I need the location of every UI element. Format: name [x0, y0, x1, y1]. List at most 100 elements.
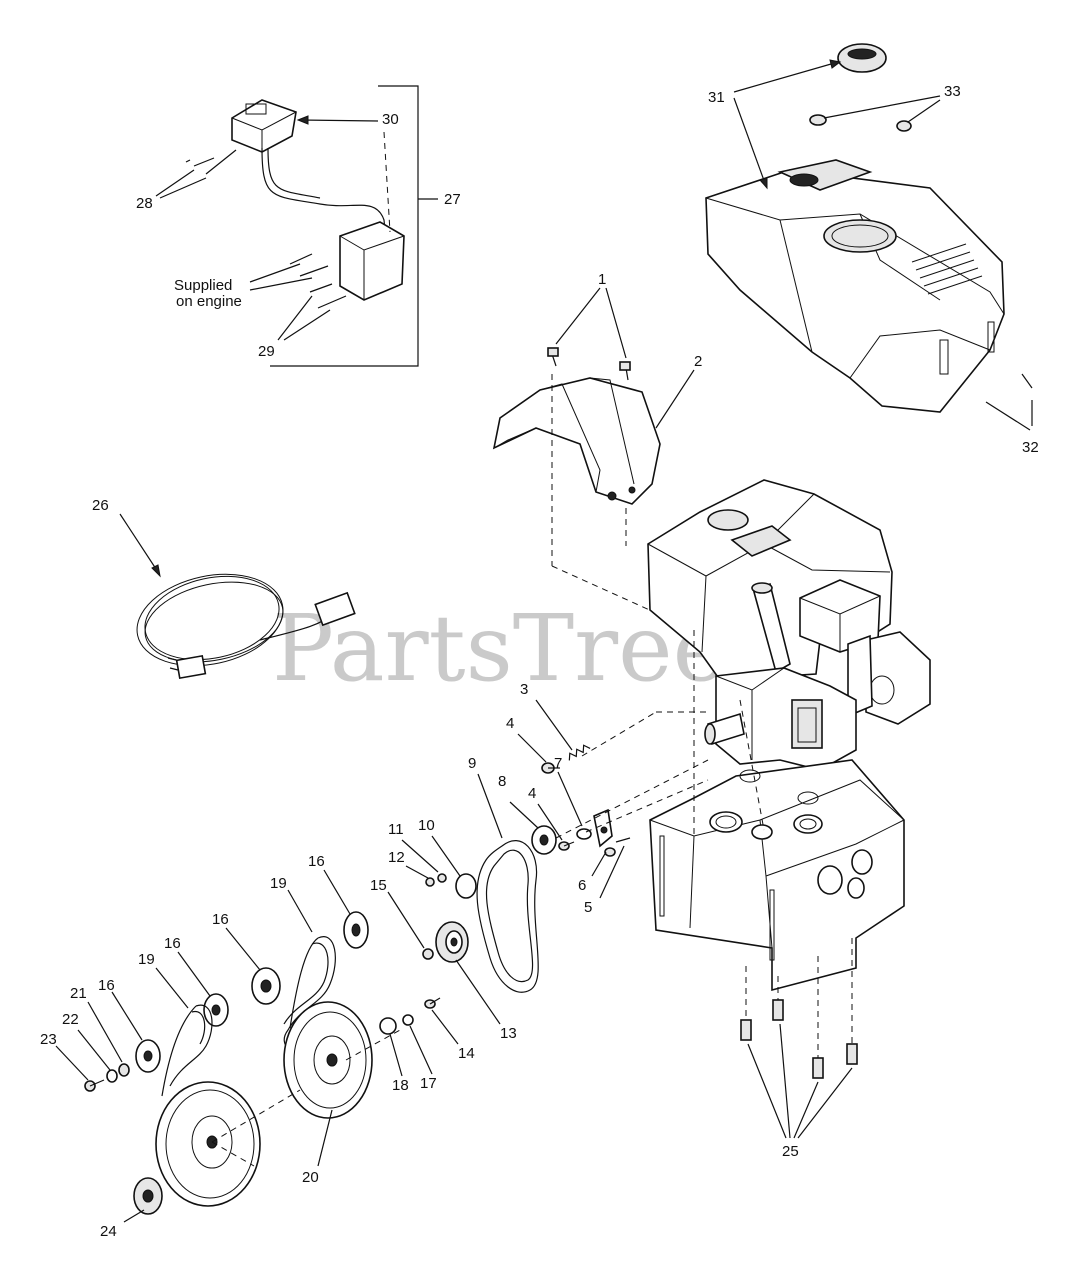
belts-19: [155, 889, 336, 1097]
callout-2: 2: [694, 353, 702, 370]
callout-labels: 1 2 3 4 4 5 6 7 8 9 10 11 12 13 14 15 16…: [40, 83, 1039, 1240]
callout-5: 5: [584, 899, 592, 916]
leader-33b: [907, 99, 941, 123]
nut-33b: [896, 120, 912, 132]
callout-9: 9: [468, 755, 476, 772]
bearings-16: [111, 869, 369, 1073]
callout-7: 7: [554, 755, 562, 772]
callout-4b: 4: [528, 785, 536, 802]
leader-10: [431, 835, 461, 877]
callout-16b: 16: [212, 911, 229, 928]
washer-10: [455, 873, 477, 899]
auger-pulley: [123, 1081, 301, 1223]
leader-13: [455, 959, 501, 1025]
kit-bracket: [270, 85, 419, 367]
callout-16d: 16: [98, 977, 115, 994]
leader-9: [477, 773, 503, 839]
callout-13: 13: [500, 1025, 517, 1042]
callout-16c: 16: [164, 935, 181, 952]
leader-4a: [517, 733, 547, 763]
leader-26: [119, 513, 159, 573]
leader-12: [405, 865, 429, 879]
pin-5: [615, 837, 631, 843]
callout-4a: 4: [506, 715, 514, 732]
leader-16a: [323, 869, 351, 915]
leader-14: [431, 1009, 459, 1045]
starter-motor: [339, 221, 405, 301]
callout-26: 26: [92, 497, 109, 514]
callout-3: 3: [520, 681, 528, 698]
leader-17: [409, 1025, 433, 1075]
pulley-20: [283, 1001, 401, 1167]
callout-10: 10: [418, 817, 435, 834]
callout-31: 31: [708, 89, 725, 106]
callout-15: 15: [370, 877, 387, 894]
leader-19a: [287, 889, 313, 933]
callout-27: 27: [444, 191, 461, 208]
leader-29a: [277, 295, 313, 341]
starter-switch-box: [231, 99, 297, 153]
leader-8: [509, 801, 539, 829]
leader-21: [87, 1001, 123, 1063]
callout-28: 28: [136, 195, 153, 212]
callout-19b: 19: [138, 951, 155, 968]
nut-33a: [809, 114, 827, 126]
engine: [647, 479, 931, 771]
extension-cord: [119, 513, 356, 680]
leader-28b: [159, 177, 207, 199]
callout-16a: 16: [308, 853, 325, 870]
screws-29: [289, 253, 347, 309]
leader-11: [401, 839, 439, 873]
leader-20: [317, 1109, 333, 1167]
leader-23: [55, 1045, 89, 1081]
callout-1: 1: [598, 271, 606, 288]
leader-30: [299, 119, 379, 122]
nut-11: [437, 873, 447, 883]
note-on-engine: on engine: [176, 293, 242, 310]
hub-hardware: [379, 835, 501, 1077]
shroud-vents: [911, 243, 983, 295]
leader-28a: [155, 169, 195, 197]
idler-hardware: [509, 699, 709, 899]
leader-19b: [155, 967, 189, 1009]
leader-22: [77, 1029, 111, 1071]
callout-29: 29: [258, 343, 275, 360]
callout-32: 32: [1022, 439, 1039, 456]
engine-shroud: [705, 43, 1033, 431]
callout-24: 24: [100, 1223, 117, 1240]
spring-3: [568, 744, 591, 761]
starter-cable: [261, 147, 387, 241]
callout-33: 33: [944, 83, 961, 100]
leader-29b: [283, 309, 331, 341]
leader-15: [387, 891, 425, 949]
leader-16c: [177, 951, 211, 997]
leader-31b: [733, 97, 767, 187]
leader-6: [591, 851, 607, 877]
nut-21: [118, 1063, 130, 1077]
callout-30: 30: [382, 111, 399, 128]
callout-22: 22: [62, 1011, 79, 1028]
leader-4b: [537, 803, 563, 841]
callout-12: 12: [388, 849, 405, 866]
callout-23: 23: [40, 1031, 57, 1048]
washer-18: [379, 1017, 397, 1035]
leader-2: [655, 369, 695, 429]
engine-frame-plate: [649, 759, 905, 992]
screws-28: [185, 149, 237, 175]
leader-31a: [733, 61, 839, 93]
callout-20: 20: [302, 1169, 319, 1186]
bolt-15: [422, 948, 434, 960]
leader-24: [123, 1209, 145, 1223]
leader-7: [557, 771, 583, 827]
callout-25: 25: [782, 1143, 799, 1160]
electric-starter-kit: [155, 85, 438, 367]
callout-19a: 19: [270, 875, 287, 892]
leader-3: [535, 699, 573, 751]
leader-16b: [225, 927, 261, 971]
callout-6: 6: [578, 877, 586, 894]
callout-11: 11: [388, 821, 404, 838]
leader-16d: [111, 991, 143, 1041]
washer-17: [402, 1014, 414, 1026]
washer-22: [106, 1069, 118, 1083]
